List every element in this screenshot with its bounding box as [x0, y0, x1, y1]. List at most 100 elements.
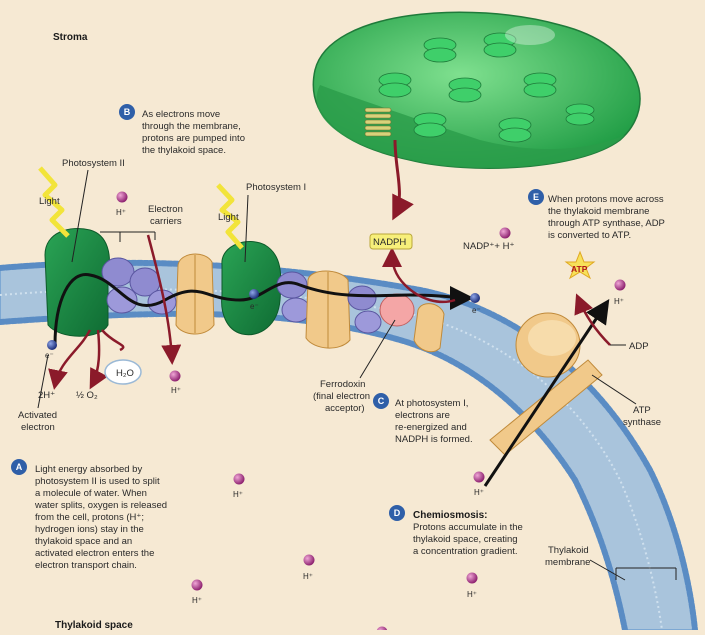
proton-label-2: H⁺ — [171, 386, 181, 395]
electron-label-3: e⁻ — [472, 306, 481, 315]
carriers-psi — [276, 271, 311, 323]
electron-3 — [470, 293, 480, 303]
thylakoid-membrane-label-1: Thylakoid — [548, 545, 589, 556]
proton-4 — [303, 554, 315, 566]
leader-lines — [37, 169, 677, 581]
step-a-line: water splits, oxygen is released — [34, 500, 167, 511]
nadph-box — [369, 233, 413, 250]
light-label-2: Light — [218, 212, 239, 223]
step-a-line: thylakoid space and an — [35, 536, 132, 547]
step-b-line: through the membrane, — [142, 121, 241, 132]
thylakoid-space-label: Thylakoid space — [55, 620, 133, 630]
proton-5 — [191, 579, 203, 591]
activated-electron-label-2: electron — [21, 422, 55, 433]
proton-flow-arrow — [483, 299, 610, 487]
step-d-title: Chemiosmosis: — [413, 510, 487, 521]
badge-c — [373, 393, 389, 409]
electron-transport-path — [53, 273, 474, 346]
electron-1 — [47, 340, 57, 350]
photosystem-ii — [44, 227, 110, 337]
electron-2 — [249, 289, 259, 299]
light-rays — [38, 166, 244, 250]
thylakoid-membrane-label-2: membrane — [545, 557, 590, 568]
photosystem-i — [221, 241, 282, 336]
proton-3 — [233, 473, 245, 485]
proton-7 — [473, 471, 485, 483]
step-a-line: hydrogen ions) stay in the — [35, 524, 144, 535]
chloroplast-illustration — [312, 11, 641, 169]
photosystem-i-label: Photosystem I — [246, 182, 306, 193]
step-c-line: electrons are — [395, 410, 450, 421]
ferrodoxin-protein — [379, 293, 415, 327]
photosystem-ii-label: Photosystem II — [62, 158, 125, 169]
proton-6 — [466, 572, 478, 584]
proton-label-5: H⁺ — [192, 596, 202, 605]
light-label-1: Light — [39, 196, 60, 207]
step-c-line: NADPH is formed. — [395, 434, 473, 445]
ferrodoxin-label-1: Ferrodoxin — [320, 379, 365, 390]
ferrodoxin-label-2: (final electron — [313, 391, 370, 402]
badge-a-letter: A — [16, 462, 23, 472]
atp-star — [564, 250, 596, 280]
stroma-label: Stroma — [53, 32, 88, 43]
electrons — [47, 289, 480, 350]
proton-2 — [169, 370, 181, 382]
protons — [116, 191, 626, 635]
step-a-line: activated electron enters the — [35, 548, 154, 559]
water-bubble — [104, 359, 142, 385]
badge-e — [528, 189, 544, 205]
step-e-text: When protons move across the thylakoid m… — [548, 194, 665, 241]
step-d-line: Protons accumulate in the — [413, 522, 523, 533]
two-h-label: 2H⁺ — [38, 390, 55, 401]
symbol-labels: H⁺ H⁺ H⁺ H⁺ H⁺ H⁺ H⁺ H⁺ e⁻ e⁻ e⁻ — [45, 208, 624, 605]
badge-c-letter: C — [378, 396, 385, 406]
atp-synthase-label-2: synthase — [623, 417, 661, 428]
step-d-line: thylakoid space, creating — [413, 534, 518, 545]
proton-8 — [499, 227, 511, 239]
cytochrome-protein — [175, 253, 215, 335]
nadph-label: NADPH — [373, 237, 406, 248]
step-a-line: electron transport chain. — [35, 560, 137, 571]
badge-e-letter: E — [533, 192, 539, 202]
badge-a — [11, 459, 27, 475]
step-b-text: As electrons move through the membrane, … — [142, 109, 245, 156]
badge-b-letter: B — [124, 107, 131, 117]
step-c-line: At photosystem I, — [395, 398, 468, 409]
half-o2-label: ½ O₂ — [76, 390, 98, 401]
atp-label: ATP — [571, 264, 588, 274]
reaction-arrows — [48, 234, 611, 390]
step-a-line: a molecule of water. When — [35, 488, 147, 499]
atp-synthase-label-1: ATP — [633, 405, 651, 416]
carriers-3 — [347, 285, 382, 334]
proton-label-1: H⁺ — [116, 208, 126, 217]
proton-1 — [116, 191, 128, 203]
electron-label-1: e⁻ — [45, 351, 54, 360]
step-a-line: Light energy absorbed by — [35, 464, 142, 475]
adp-label: ADP — [629, 341, 649, 352]
activated-electron-label-1: Activated — [18, 410, 57, 421]
step-badges — [11, 104, 544, 521]
step-b-line: protons are pumped into — [142, 133, 245, 144]
proton-label-4: H⁺ — [303, 572, 313, 581]
ferrodoxin-label-3: acceptor) — [325, 403, 365, 414]
electron-label-2: e⁻ — [250, 302, 259, 311]
proton-9 — [614, 279, 626, 291]
step-e-line: is converted to ATP. — [548, 230, 631, 241]
step-d-text: Chemiosmosis: Protons accumulate in the … — [413, 510, 523, 557]
step-a-line: from the cell, protons (H⁺; — [35, 512, 144, 523]
water-label: H₂O — [116, 368, 134, 379]
proton-label-3: H⁺ — [233, 490, 243, 499]
step-e-line: the thylakoid membrane — [548, 206, 649, 217]
step-e-line: through ATP synthase, ADP — [548, 218, 665, 229]
proton-label-7: H⁺ — [474, 488, 484, 497]
step-e-line: When protons move across — [548, 194, 664, 205]
nadp-plus-label: NADP⁺+ H⁺ — [463, 241, 514, 252]
proton-10 — [376, 626, 388, 635]
electron-carriers-label-1: Electron — [148, 204, 183, 215]
electron-carriers-label-2: carriers — [150, 216, 182, 227]
proton-label-6: H⁺ — [467, 590, 477, 599]
tan-protein-2 — [305, 270, 351, 349]
tan-protein-3 — [413, 303, 445, 353]
